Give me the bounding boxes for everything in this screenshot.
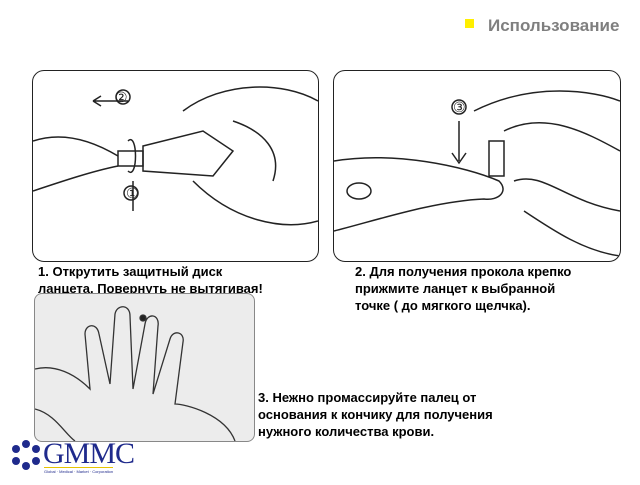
illustration-step-3 bbox=[34, 293, 255, 442]
arrow-down-icon bbox=[451, 121, 467, 165]
illustration-step-2: ③ bbox=[333, 70, 621, 262]
title-bullet bbox=[465, 19, 474, 28]
step-marker: ③ bbox=[453, 99, 466, 115]
step-marker: ① bbox=[126, 185, 139, 201]
logo-name: GMMC bbox=[43, 437, 135, 470]
gmmc-logo-icon bbox=[12, 440, 40, 470]
step-2-text: 2. Для получения прокола крепко прижмите… bbox=[355, 264, 572, 313]
arrow-left-icon bbox=[92, 95, 128, 107]
step-1-text: 1. Открутить защитный диск ланцета. Пове… bbox=[38, 264, 263, 296]
page-title: Использование bbox=[488, 16, 620, 35]
step-marker: ② bbox=[115, 89, 128, 105]
logo-subtitle: Global · Medical · Market · Corporation bbox=[44, 467, 114, 474]
step-3-text: 3. Нежно промассируйте палец от основани… bbox=[258, 390, 493, 439]
